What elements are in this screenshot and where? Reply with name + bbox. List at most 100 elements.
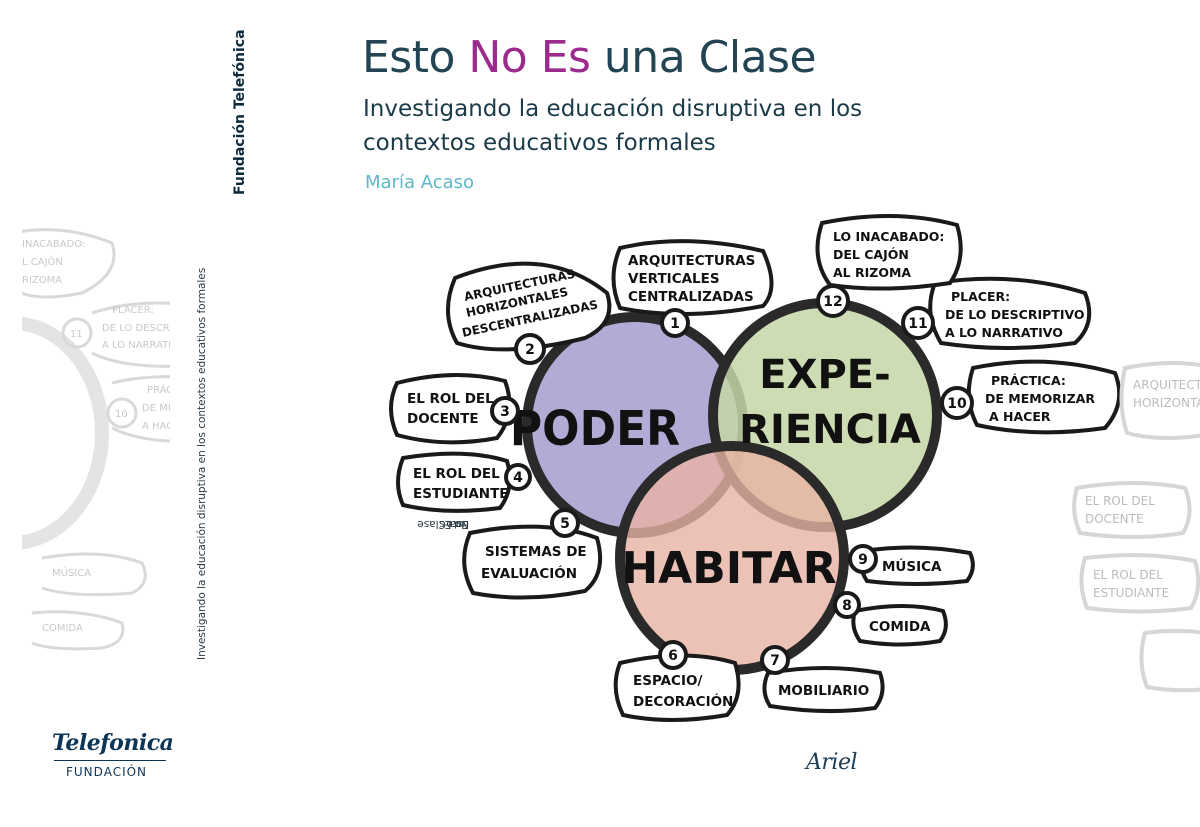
badge-8 [833,591,861,619]
item-1-line: CENTRALIZADAS [628,289,754,305]
item-5-line: SISTEMAS DE [485,544,587,560]
publisher-logo: Ariel [806,750,858,775]
spine-subtitle-text: Investigando la educación disruptiva en … [196,267,208,660]
ghost-bubble [1079,553,1200,614]
experiencia-label-1: EXPE- [759,352,890,398]
item-12-line: LO INACABADO: [833,229,944,244]
badge-2 [514,333,546,365]
bubble-11 [928,276,1092,350]
fundacion-label: FUNDACIÓN [66,765,148,779]
item-8-line: COMIDA [869,619,931,635]
ghost-label: INACABADO: [22,239,85,250]
item-5-line: EVALUACIÓN [481,564,577,582]
badge-number: 12 [823,294,842,310]
badge-number: 5 [560,516,570,532]
badge-11 [901,306,935,340]
ghost-label: RIZOMA [22,275,62,286]
ghost-bubble [1119,361,1200,440]
spine-brand-text: Fundación Telefónica [232,29,248,195]
badge-number: 4 [513,470,523,486]
author-name: María Acaso [365,172,475,193]
telefonica-wordmark: Telefonica [52,730,174,756]
bubble-12 [815,214,963,291]
item-11-line: A LO NARRATIVO [945,325,1063,340]
subtitle-line: contextos educativos formales [363,130,716,156]
ghost-bubble [1072,481,1192,539]
ghost-label: DOCENTE [1085,512,1144,526]
ghost-label: EL ROL DEL [1085,494,1155,508]
bubble-7 [762,666,885,714]
ghost-bubble [1139,628,1200,693]
badge-7 [760,645,790,675]
ghost-label: A HACER [142,421,170,432]
ghost-label: A LO NARRATIVO [102,340,170,351]
bubble-5 [462,524,602,600]
badge-number: 2 [525,342,535,358]
item-7-line: MOBILIARIO [778,683,869,699]
ghost-number: 10 [115,409,128,420]
item-11-line: PLACER: [951,289,1010,304]
bubble-3 [389,372,512,445]
badge-9 [848,544,878,574]
ghost-label: EL ROL DEL [1093,568,1163,582]
badge-4 [504,463,532,491]
bubble-9 [859,545,975,586]
badge-10 [940,386,974,420]
item-10-line: A HACER [989,409,1051,424]
badge-number: 8 [842,598,852,614]
ghost-label: DE LO DESCRIPTIVO [102,323,170,334]
badge-6 [658,640,688,670]
badge-number: 10 [947,396,967,412]
back-cover-illustration: INACABADO: L CAJÓN RIZOMA PLACER: DE LO … [22,228,170,651]
bubble-8 [851,604,948,647]
badge-5 [550,508,580,538]
badge-number: 6 [668,648,678,664]
book-subtitle: Investigando la educación disruptiva en … [363,92,943,160]
ghost-number: 11 [70,329,83,340]
bubble-6 [613,653,741,722]
ghost-label: ESTUDIANTE [1093,586,1169,600]
item-6-line: ESPACIO/ [633,673,702,689]
poder-label: PODER [510,400,680,457]
badge-3 [490,396,520,426]
item-6-line: DECORACIÓN [633,692,733,710]
item-3-line: EL ROL DEL [407,391,494,407]
bubble-2 [445,261,612,352]
logo-divider [54,760,166,761]
venn-diagram [522,298,942,675]
item-1-line: VERTICALES [628,271,720,287]
badge-12 [816,284,850,318]
item-10-line: PRÁCTICA: [991,373,1066,388]
bubble-4 [396,451,512,513]
badge-number: 1 [670,316,680,332]
item-12-line: DEL CAJÓN [833,247,909,262]
habitar-label: HABITAR [621,543,836,594]
badge-number: 9 [858,552,868,568]
bubble-1 [611,239,774,317]
cover-illustration: PODER EXPE- RIENCIA HABITAR [389,214,1200,722]
badge-number: 11 [908,316,927,332]
item-11-line: DE LO DESCRIPTIVO [945,307,1085,322]
bubble-10 [966,359,1122,435]
title-part3: una Clase [590,32,817,83]
badge-1 [660,308,690,338]
badge-number: 7 [770,653,780,669]
experiencia-label-2: RIENCIA [739,407,921,453]
item-4-line: EL ROL DEL [413,466,500,482]
ghost-label: MÚSICA [52,566,91,579]
ghost-label: PLACER: [112,305,154,316]
ghost-label: L CAJÓN [22,255,63,268]
title-part2: No Es [468,32,591,83]
telefonica-fundacion-logo: Telefonica FUNDACIÓN [52,730,174,779]
badge-number: 3 [500,404,510,420]
item-1-line: ARQUITECTURAS [628,253,755,269]
item-3-line: DOCENTE [407,411,479,427]
ghost-label: HORIZONTALES [1133,396,1200,410]
ghost-label: COMIDA [42,623,83,634]
item-4-line: ESTUDIANTE [413,486,509,502]
book-title: Esto No Es una Clase [362,32,817,83]
subtitle-line: Investigando la educación disruptiva en … [363,96,863,122]
title-part1: Esto [362,32,469,83]
ghost-label: PRÁCTICA: [147,383,170,396]
ghost-label: ARQUITECTURAS [1133,378,1200,392]
